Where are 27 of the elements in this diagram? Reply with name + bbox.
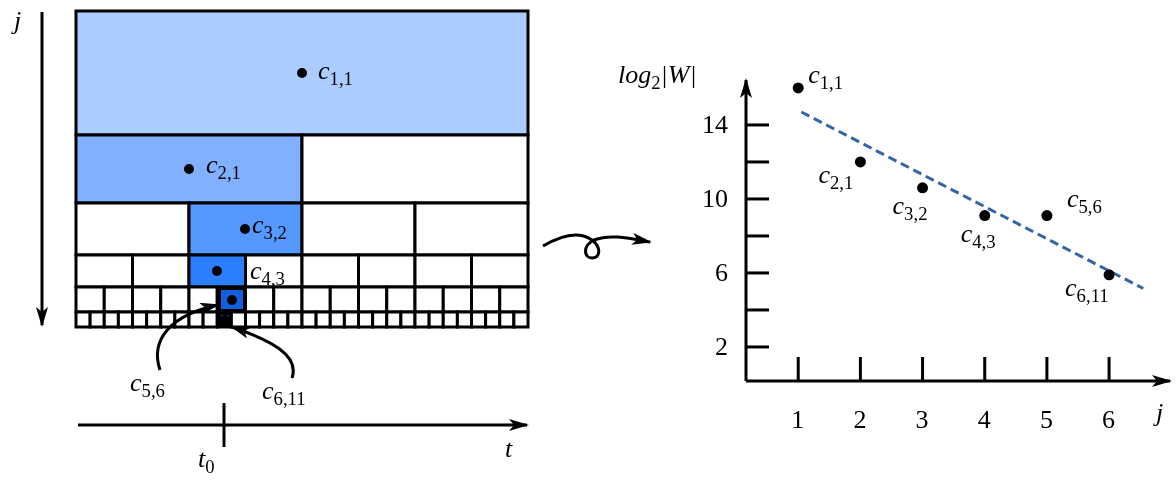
coefficient-label: c$_{1,1}$ [318,58,353,89]
tick-label: 6 [1102,407,1116,433]
coefficient-label: c$_{5,6}$ [130,370,186,402]
tick-label: 10 [702,185,728,212]
coefficient-label: c$_{6,11}$ [262,378,330,410]
point-label: c$_{4,3}$ [960,220,996,251]
axis-label: log$_{2}$|W| [618,62,697,93]
tick-label: t$_{0}$ [198,446,215,477]
axis-label: t [505,436,513,462]
coefficient-label: c$_{4,3}$ [250,258,285,289]
point-label: c$_{2,1}$ [818,161,854,193]
coefficient-label: c$_{2,1}$ [206,152,241,183]
leader-arrow [230,325,295,379]
tick-label: 2 [853,407,867,433]
coefficient-label: c$_{3,2}$ [252,212,287,243]
tick-label: 3 [915,407,929,433]
tick-label: 6 [715,259,728,286]
point-label: c$_{3,2}$ [892,192,928,224]
tick-label: 4 [977,407,991,433]
tick-label: 2 [715,333,728,360]
tick-label: 1 [791,407,805,433]
point-label: c$_{6,11}$ [1065,274,1109,306]
point-label: c$_{1,1}$ [808,61,844,93]
highlighted-cell [218,287,246,312]
tick-label: 14 [702,111,728,138]
point-label: c$_{5,6}$ [1066,185,1102,216]
tick-label: 5 [1039,407,1053,433]
